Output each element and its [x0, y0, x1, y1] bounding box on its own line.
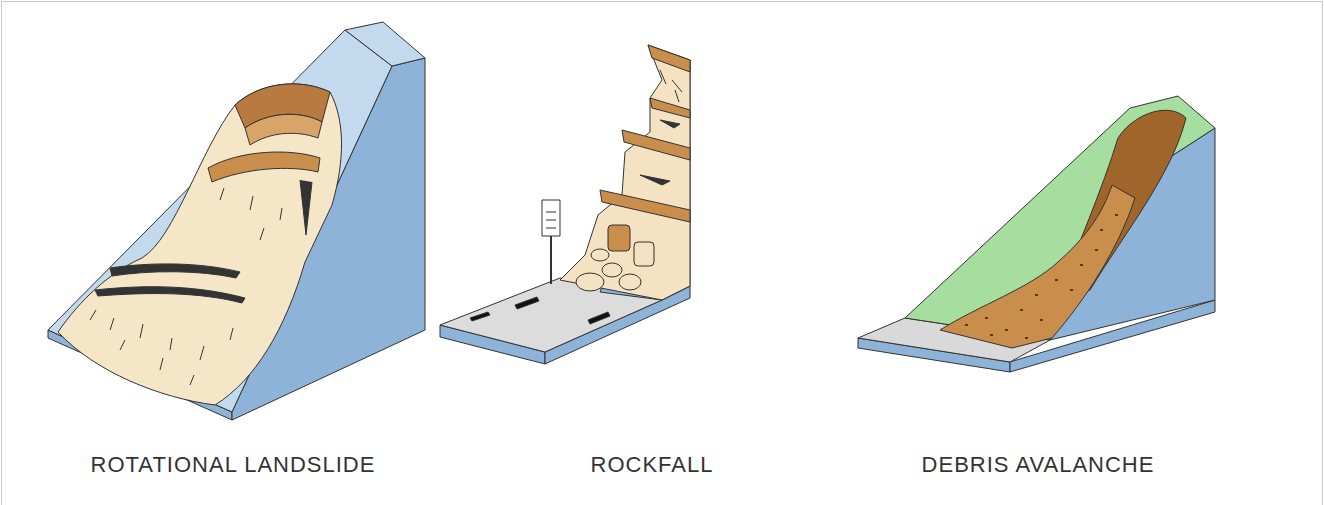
road-sign	[542, 200, 560, 236]
debris-clasts	[965, 215, 1118, 338]
sign-lines	[546, 212, 556, 228]
fallen-rock	[591, 249, 609, 261]
minor-scarp	[208, 152, 320, 182]
fallen-rock	[602, 263, 622, 277]
fallen-rock	[619, 274, 641, 290]
fallen-rock	[576, 273, 604, 291]
crack	[300, 180, 312, 235]
cliff-face	[560, 45, 690, 300]
sign-post	[550, 236, 552, 284]
scarp-block	[245, 114, 322, 145]
road-marking	[470, 297, 610, 324]
debris-avalanche-drawing	[858, 96, 1215, 372]
transverse-crack	[95, 287, 245, 303]
panel-label: ROCKFALL	[591, 452, 714, 478]
rock-strata	[600, 45, 690, 222]
transverse-crack	[110, 264, 240, 278]
rockfall-drawing	[440, 45, 690, 364]
fallen-rock	[608, 225, 630, 251]
panel-label: ROTATIONAL LANDSLIDE	[91, 452, 376, 478]
block-top	[345, 22, 425, 66]
rotational-landslide-drawing	[48, 22, 425, 420]
debris-deposit	[940, 185, 1135, 348]
ground-cracks	[90, 188, 282, 385]
joints	[640, 70, 682, 185]
panel-label: DEBRIS AVALANCHE	[922, 452, 1155, 478]
fallen-rock	[634, 242, 654, 266]
slide-mass	[58, 84, 342, 405]
slope-surface	[48, 30, 392, 412]
